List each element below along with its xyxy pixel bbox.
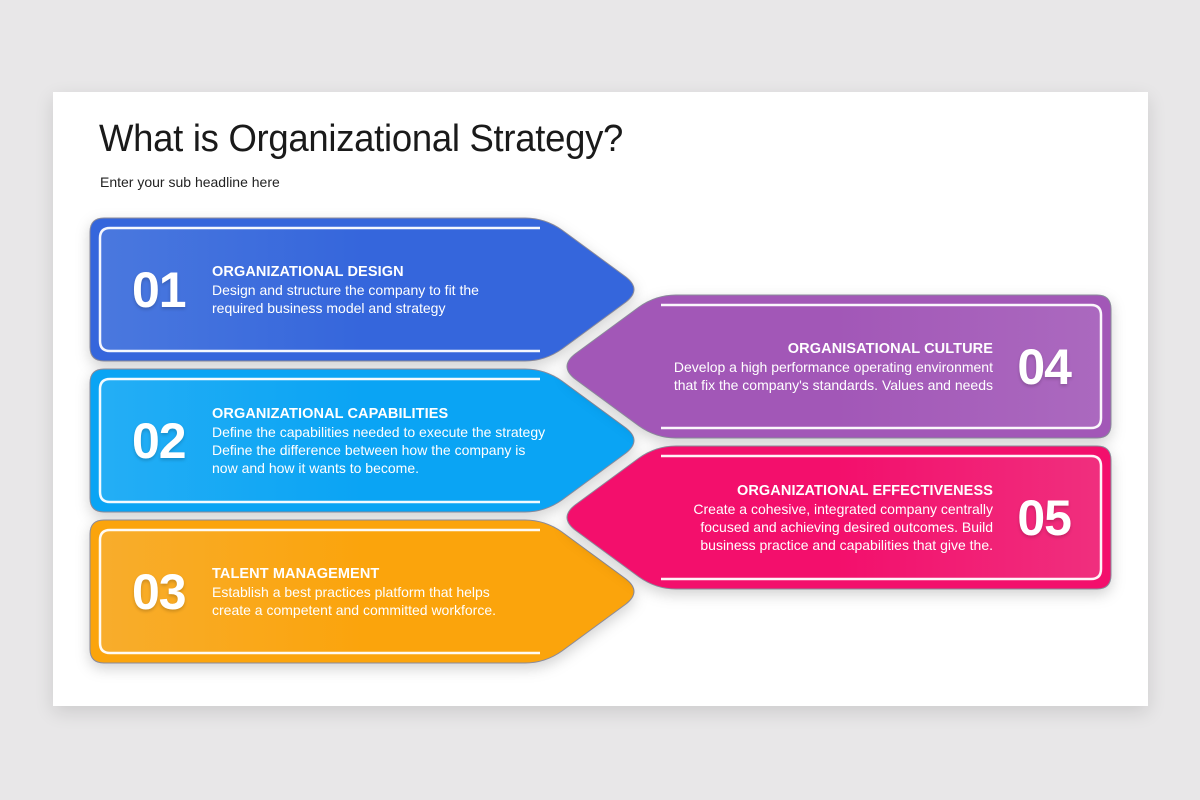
card-heading: ORGANIZATIONAL DESIGN [212,263,404,280]
card-desc-line: Define the difference between how the co… [212,441,526,458]
strategy-card-03: 03 TALENT MANAGEMENT Establish a best pr… [89,519,638,664]
strategy-card-01: 01 ORGANIZATIONAL DESIGN Design and stru… [89,217,638,362]
card-heading: TALENT MANAGEMENT [212,565,380,582]
card-desc-line: now and how it wants to become. [212,459,420,476]
card-number: 04 [1017,338,1072,395]
card-desc-line: Create a cohesive, integrated company ce… [693,500,993,517]
slide-title: What is Organizational Strategy? [99,118,624,160]
card-desc-line: that fix the company's standards. Values… [673,376,993,393]
card-desc-line: Define the capabilities needed to execut… [212,423,546,440]
card-number: 05 [1017,489,1072,546]
card-number: 02 [132,412,187,469]
arrow-shape-right-icon [89,217,635,362]
card-heading: ORGANIZATIONAL EFFECTIVENESS [736,482,993,499]
card-desc-line: required business model and strategy [212,299,446,316]
arrow-shape-left-icon [566,445,1112,590]
card-desc-line: Design and structure the company to fit … [212,281,479,298]
card-desc-line: create a competent and committed workfor… [212,601,497,618]
card-heading: ORGANIZATIONAL CAPABILITIES [212,405,449,422]
card-desc-line: business practice and capabilities that … [700,536,993,553]
arrow-shape-left-icon [566,294,1112,439]
arrow-shape-right-icon [89,368,635,513]
strategy-card-02: 02 ORGANIZATIONAL CAPABILITIES Define th… [89,368,638,513]
card-desc-line: Develop a high performance operating env… [673,358,993,375]
card-desc-line: focused and achieving desired outcomes. … [700,518,993,535]
arrow-shape-right-icon [89,519,635,664]
strategy-card-04: 04 ORGANISATIONAL CULTURE Develop a high… [563,294,1112,439]
strategy-card-05: 05 ORGANIZATIONAL EFFECTIVENESS Create a… [563,445,1112,590]
card-number: 01 [132,261,187,318]
slide-subtitle: Enter your sub headline here [100,174,280,190]
card-desc-line: Establish a best practices platform that… [212,583,490,600]
card-number: 03 [132,563,187,620]
card-heading: ORGANISATIONAL CULTURE [787,340,993,357]
